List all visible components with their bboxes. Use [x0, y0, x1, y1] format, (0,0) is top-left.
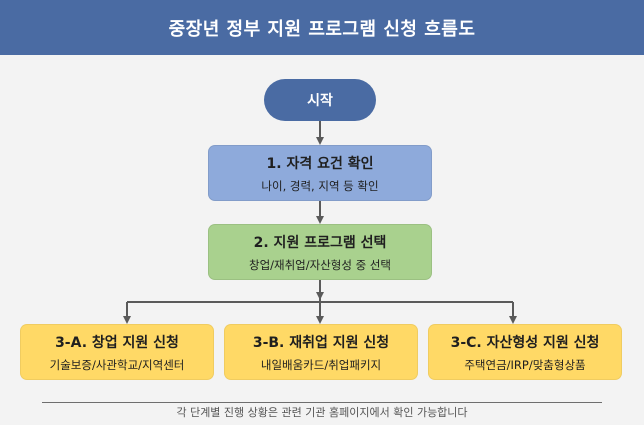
step-title: 2. 지원 프로그램 선택 — [253, 234, 387, 251]
option-subtitle: 내일배움카드/취업패키지 — [260, 357, 382, 372]
option-asset-building-support: 3-C. 자산형성 지원 신청 주택연금/IRP/맞춤형상품 — [428, 324, 622, 380]
option-subtitle: 주택연금/IRP/맞춤형상품 — [464, 357, 586, 372]
option-title: 3-C. 자산형성 지원 신청 — [450, 334, 600, 351]
footer-note: 각 단계별 진행 상황은 관련 기관 홈페이지에서 확인 가능합니다 — [176, 406, 468, 419]
option-subtitle: 기술보증/사관학교/지역센터 — [49, 357, 185, 372]
option-startup-support: 3-A. 창업 지원 신청 기술보증/사관학교/지역센터 — [20, 324, 214, 380]
step-subtitle: 나이, 경력, 지역 등 확인 — [261, 178, 379, 193]
footer-divider — [42, 402, 602, 403]
option-reemployment-support: 3-B. 재취업 지원 신청 내일배움카드/취업패키지 — [224, 324, 418, 380]
step-subtitle: 창업/재취업/자산형성 중 선택 — [248, 257, 392, 272]
step-title: 1. 자격 요건 확인 — [266, 155, 374, 172]
option-title: 3-B. 재취업 지원 신청 — [252, 334, 390, 351]
start-node: 시작 — [264, 79, 376, 121]
step-program-selection: 2. 지원 프로그램 선택 창업/재취업/자산형성 중 선택 — [208, 224, 432, 280]
header-bar: 중장년 정부 지원 프로그램 신청 흐름도 — [0, 0, 644, 55]
start-label: 시작 — [307, 93, 333, 109]
page-title: 중장년 정부 지원 프로그램 신청 흐름도 — [168, 18, 476, 40]
step-eligibility-check: 1. 자격 요건 확인 나이, 경력, 지역 등 확인 — [208, 145, 432, 201]
option-title: 3-A. 창업 지원 신청 — [55, 334, 179, 351]
